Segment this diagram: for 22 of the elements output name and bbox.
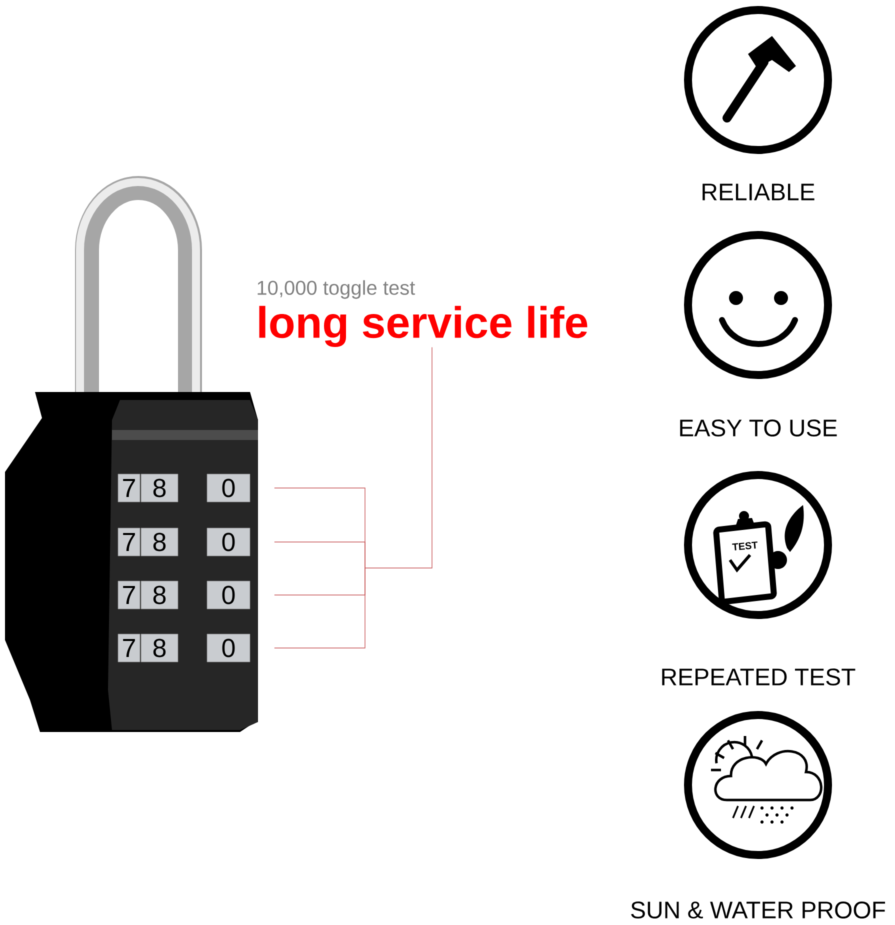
node-label: 8 xyxy=(153,586,166,604)
dial-row: 7 8 0 xyxy=(118,580,250,610)
feature-caption: SUN & WATER PROOF xyxy=(631,902,886,918)
leader-line xyxy=(364,346,432,568)
leader-line xyxy=(274,542,366,568)
dial-row: 7 8 0 xyxy=(118,528,250,556)
feature-caption: EASY TO USE xyxy=(680,420,837,436)
node-label: 7 xyxy=(123,533,135,551)
dial-row: 7 8 0 xyxy=(118,474,250,502)
node-label: 8 xyxy=(153,532,166,552)
node-label: 7 xyxy=(123,639,135,657)
node-label: 8 xyxy=(153,638,166,658)
caption-text: 10,000 toggle test xyxy=(258,280,416,299)
dial-row: 7 8 0 xyxy=(118,634,250,662)
headline: long service life xyxy=(259,306,588,348)
icon-text: TEST xyxy=(732,541,758,550)
feature-caption: REPEATED TEST xyxy=(662,668,856,686)
node-label: 7 xyxy=(123,479,135,497)
leader-line xyxy=(274,568,366,648)
node-label: 8 xyxy=(153,478,166,498)
node-label: 7 xyxy=(123,586,135,604)
feature-caption: RELIABLE xyxy=(702,184,814,200)
